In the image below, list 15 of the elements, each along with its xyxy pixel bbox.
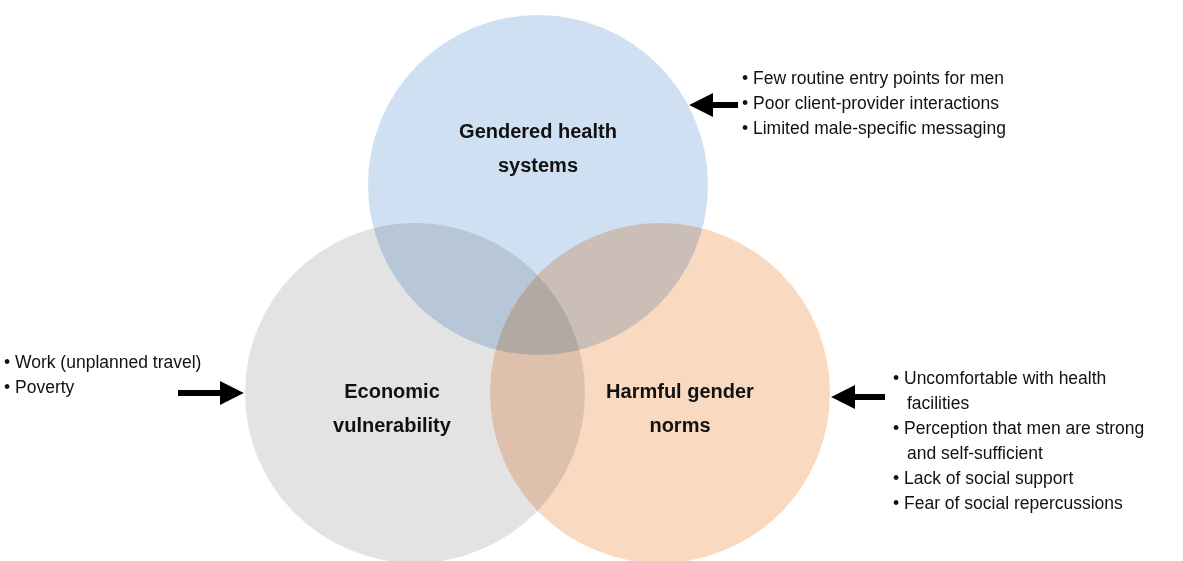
bullet-item: • Fear of social repercussions	[893, 492, 1124, 515]
arrow	[689, 93, 738, 117]
arrow	[178, 381, 244, 405]
bullet-item: • Limited male-specific messaging	[742, 117, 1007, 140]
bullet-item: • Poor client-provider interactions	[742, 92, 1001, 115]
circle-label: Gendered health systems	[458, 119, 618, 178]
arrow	[831, 385, 885, 409]
bullet-item: • Poverty	[4, 376, 76, 399]
circle-label: Economic vulnerability	[332, 379, 452, 438]
bullet-item: • Uncomfortable with health facilities	[893, 367, 1108, 415]
bullet-item: • Lack of social support	[893, 467, 1075, 490]
bullet-item: • Few routine entry points for men	[742, 67, 1005, 90]
bullet-item: • Perception that men are strong and self-sufficient	[893, 417, 1146, 465]
bullet-item: • Work (unplanned travel)	[4, 351, 203, 374]
circle-label: Harmful gender norms	[605, 379, 755, 438]
